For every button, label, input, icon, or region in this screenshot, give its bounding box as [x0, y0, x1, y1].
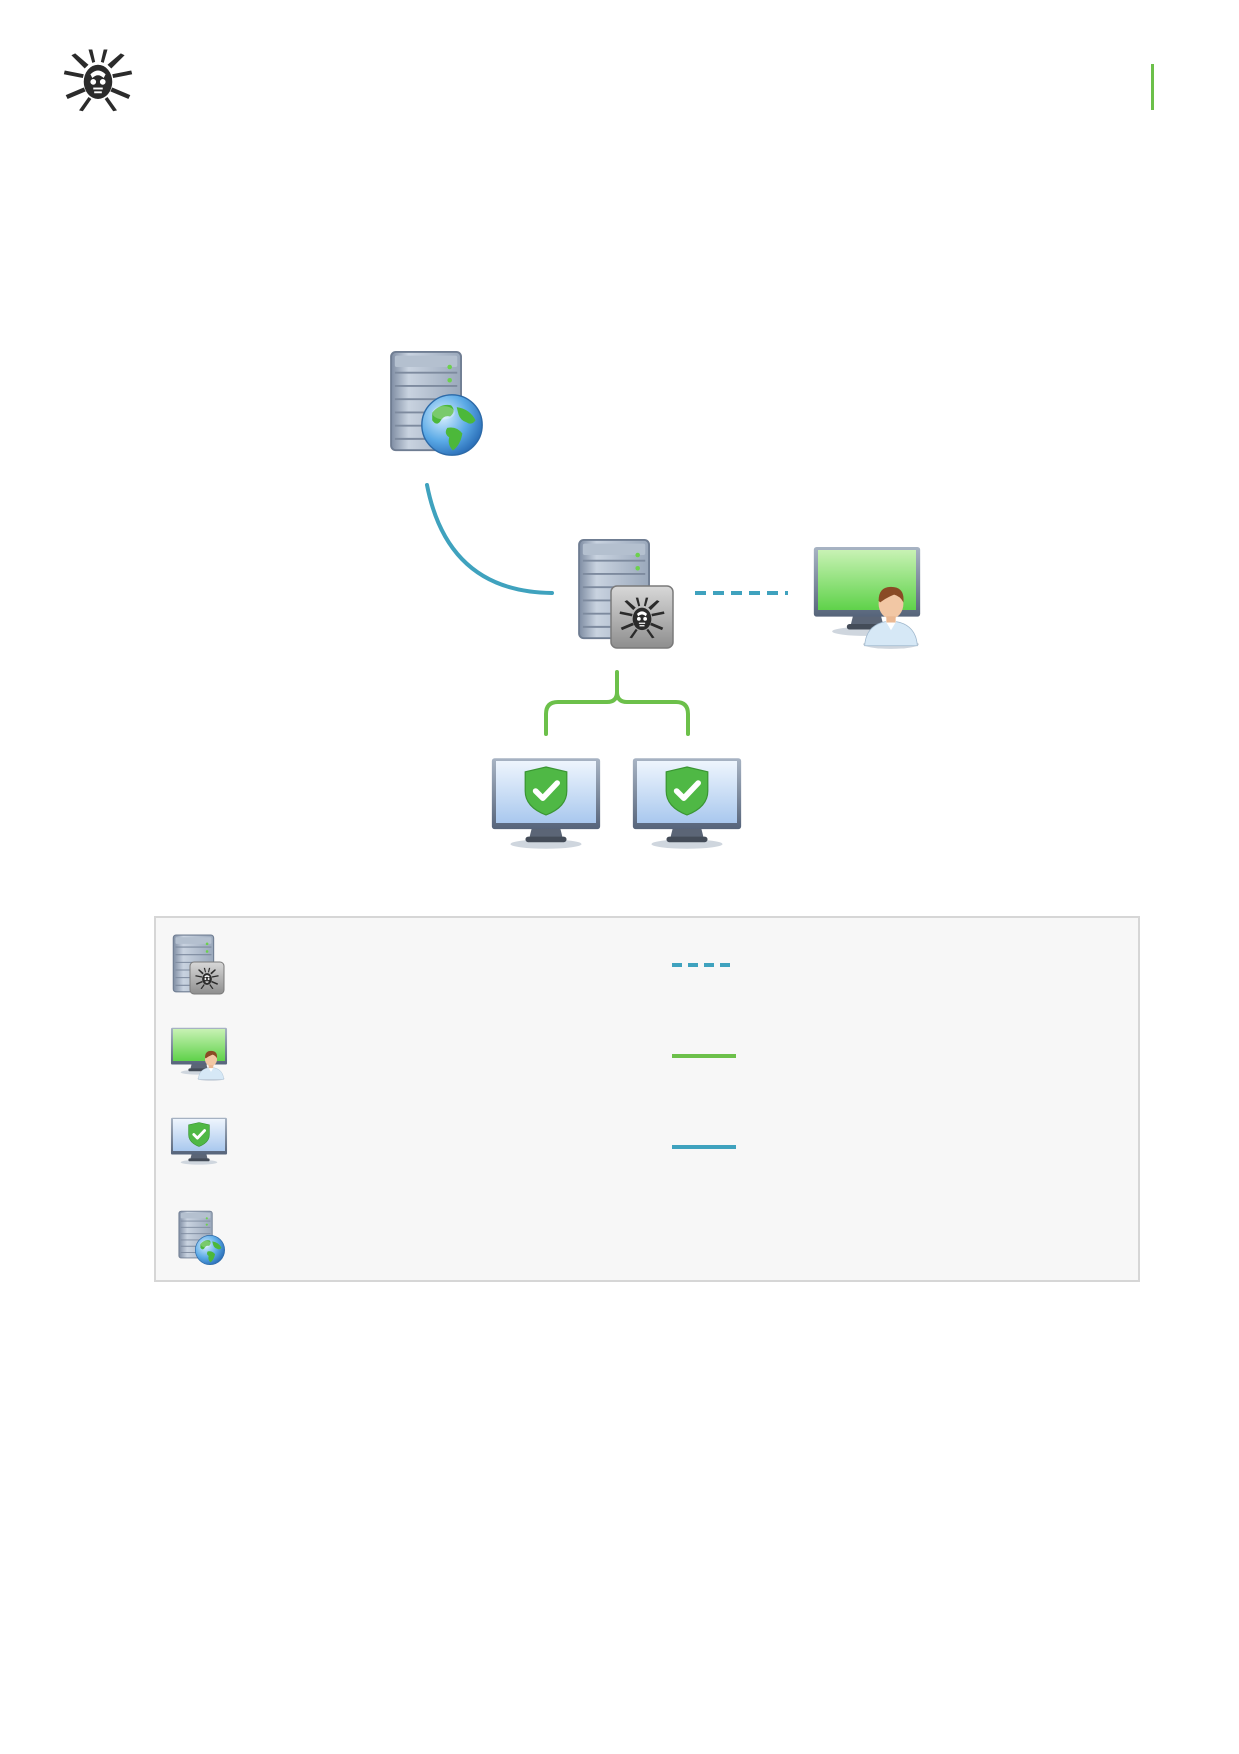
link-server-to-stations: [544, 670, 690, 736]
node-protection-server: [578, 538, 674, 649]
node-protected-station-2: [632, 758, 742, 849]
legend-monitor-user-icon: [170, 1027, 228, 1082]
node-protected-station-1: [491, 758, 601, 849]
legend-panel: [154, 916, 1140, 1282]
drweb-spider-logo-icon: [60, 45, 136, 113]
node-admin-workstation: [813, 547, 921, 650]
legend-dashed-blue-line: [672, 963, 736, 967]
node-internet-server: [390, 350, 483, 456]
legend-server-spider-icon: [172, 934, 225, 995]
legend-solid-green-line: [672, 1054, 736, 1058]
network-diagram: [390, 350, 921, 849]
header-accent-rule: [1151, 64, 1154, 110]
link-internet-to-server: [425, 483, 554, 595]
globe-icon: [421, 394, 483, 456]
legend-solid-blue-line: [672, 1145, 736, 1149]
legend-server-globe-icon: [178, 1210, 225, 1265]
legend-monitor-shield-icon: [170, 1117, 228, 1165]
